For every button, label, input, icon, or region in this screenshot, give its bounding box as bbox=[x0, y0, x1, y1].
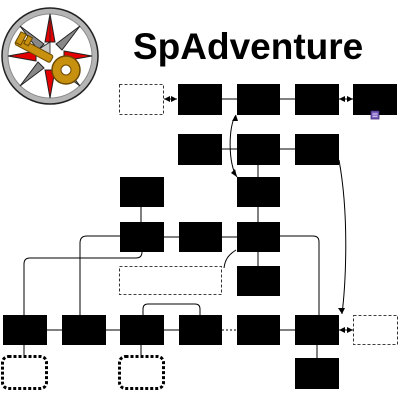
placeholder-room[interactable] bbox=[119, 84, 164, 115]
room-box[interactable] bbox=[237, 84, 280, 115]
page-title: SpAdventure bbox=[133, 26, 364, 67]
room-box[interactable] bbox=[120, 177, 164, 207]
room-box[interactable] bbox=[178, 84, 222, 115]
room-box[interactable] bbox=[353, 84, 397, 115]
arrowhead bbox=[339, 96, 345, 102]
placeholder-rooms bbox=[1, 84, 398, 390]
arrowhead bbox=[347, 327, 353, 333]
arrowhead bbox=[338, 308, 345, 314]
arrowhead bbox=[347, 96, 353, 102]
placeholder-room[interactable] bbox=[1, 355, 48, 390]
room-box[interactable] bbox=[179, 315, 222, 345]
room-box[interactable] bbox=[179, 222, 222, 252]
room-box[interactable] bbox=[62, 315, 106, 345]
room-box[interactable] bbox=[120, 222, 164, 252]
room-box[interactable] bbox=[237, 315, 280, 345]
arrowhead bbox=[232, 115, 238, 121]
rooms bbox=[3, 84, 397, 389]
link-line bbox=[79, 235, 120, 315]
room-box[interactable] bbox=[120, 315, 164, 345]
room-links bbox=[23, 98, 353, 358]
link-line bbox=[23, 251, 143, 315]
link-line bbox=[280, 235, 320, 315]
note-icon[interactable] bbox=[370, 110, 380, 120]
room-box[interactable] bbox=[237, 177, 280, 207]
room-box[interactable] bbox=[295, 315, 339, 345]
link-arrows bbox=[164, 96, 353, 333]
arrowhead bbox=[171, 96, 177, 102]
arrowhead bbox=[231, 169, 237, 177]
link-line bbox=[229, 114, 238, 178]
placeholder-room[interactable] bbox=[118, 355, 165, 390]
room-box[interactable] bbox=[237, 222, 280, 252]
room-box[interactable] bbox=[237, 134, 280, 165]
room-box[interactable] bbox=[237, 266, 280, 296]
room-box[interactable] bbox=[295, 134, 339, 165]
link-line bbox=[338, 159, 347, 315]
arrowhead bbox=[164, 96, 170, 102]
link-line bbox=[142, 303, 201, 315]
arrowhead bbox=[339, 327, 345, 333]
key-icon bbox=[14, 31, 81, 85]
room-box[interactable] bbox=[295, 358, 339, 389]
room-box[interactable] bbox=[295, 84, 339, 115]
room-box[interactable] bbox=[3, 315, 47, 345]
placeholder-room[interactable] bbox=[353, 315, 398, 345]
placeholder-room[interactable] bbox=[119, 266, 222, 295]
room-box[interactable] bbox=[178, 134, 222, 165]
compass-key-logo-icon bbox=[1, 7, 99, 105]
link-line bbox=[223, 249, 237, 269]
